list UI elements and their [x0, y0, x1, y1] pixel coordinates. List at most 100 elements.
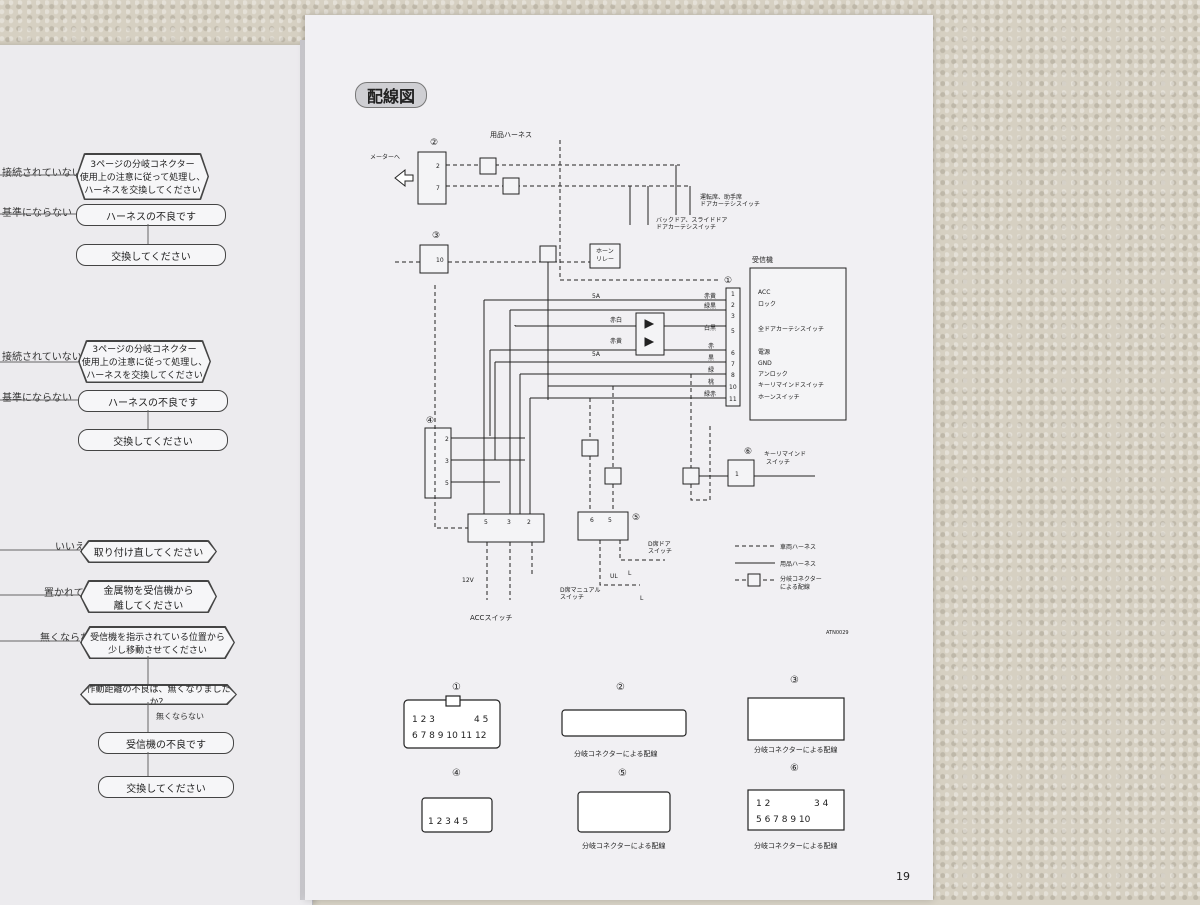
connector-5-num: ⑤ — [632, 513, 640, 523]
diode-pack — [635, 312, 665, 356]
dw-manual-label: D席マニュアルスイッチ — [560, 586, 600, 601]
connector-4-box — [424, 427, 452, 499]
connector-6-num: ⑥ — [744, 447, 752, 457]
horn-relay-box — [589, 243, 621, 269]
connector-2-pin: 7 — [436, 185, 440, 192]
acc-connector-box — [467, 513, 545, 543]
connector-3-caption: 分岐コネクターによる配線 — [754, 745, 838, 754]
connector-4-label: ④ — [452, 768, 461, 779]
dw-door-label: D席ドアスイッチ — [648, 540, 672, 555]
branch-connector — [604, 467, 622, 485]
connector-2-num: ② — [430, 138, 438, 148]
connector-3-label: ③ — [790, 675, 799, 686]
connector-3-pin: 10 — [436, 257, 444, 264]
receiver-pin: 2 — [731, 302, 735, 309]
branch-connector — [502, 177, 520, 195]
connector-6-pins: 1 2 — [756, 799, 770, 809]
branch-connector — [581, 439, 599, 457]
flow-box: ハーネスの不良です — [78, 390, 228, 412]
legend-accessory: 用品ハーネス — [780, 561, 816, 568]
horn-relay-label: ホーンリレー — [596, 248, 614, 263]
receiver-connector-1 — [725, 287, 741, 407]
receiver-pin: 6 — [731, 350, 735, 357]
receiver-pin: 10 — [729, 384, 737, 391]
receiver-pin: 3 — [731, 313, 735, 320]
receiver-pin: 11 — [729, 396, 737, 403]
receiver-pin: 5 — [731, 328, 735, 335]
connector-6-box — [727, 459, 755, 487]
connector-4-num: ④ — [426, 416, 434, 426]
right-page — [305, 15, 933, 900]
receiver-func: アンロック — [758, 371, 788, 378]
condition-label: 置かれている — [44, 588, 104, 599]
connector-2-label: ② — [616, 682, 625, 693]
connector-5-pin: 5 — [608, 517, 612, 524]
diode-label: 赤黄 — [610, 337, 622, 345]
receiver-func: ホーンスイッチ — [758, 394, 800, 401]
connector-6-caption: 分岐コネクターによる配線 — [754, 841, 838, 850]
receiver-func: キーリマインドスイッチ — [758, 382, 824, 389]
flow-box: ハーネスの不良です — [76, 204, 226, 226]
receiver-pin: 1 — [731, 291, 735, 298]
connector-4-drawing — [421, 797, 493, 833]
l-label: L — [640, 595, 644, 602]
connector-3-box — [419, 244, 449, 274]
acc-connector-pin: 5 — [484, 519, 488, 526]
flow-box: 3ページの分岐コネクター 使用上の注意に従って処理し、 ハーネスを交換してくださ… — [76, 153, 209, 200]
condition-label: 無くならない — [156, 712, 204, 721]
connector-1-pins: 6 7 8 9 10 11 12 — [412, 731, 486, 741]
flow-box: 受信機を指示されている位置から 少し移動させてください — [80, 626, 235, 659]
connector-5-label: ⑤ — [618, 768, 627, 779]
wire-color: 緑 — [708, 366, 714, 374]
acc-switch-label: ACCスイッチ — [470, 614, 512, 622]
meter-arrow-icon — [394, 168, 414, 188]
diagram-code: ATN0029 — [826, 630, 849, 636]
receiver-func: GND — [758, 360, 772, 367]
legend-vehicle: 車両ハーネス — [780, 543, 816, 551]
condition-label: 接続されていない — [2, 352, 82, 363]
wire-color: 緑赤 — [704, 390, 716, 398]
connector-6-pins: 5 6 7 8 9 10 — [756, 815, 811, 825]
receiver-func: ACC — [758, 289, 770, 296]
meter-label: メーターへ — [370, 153, 400, 161]
flow-box: 交換してください — [98, 776, 234, 798]
l-label: L — [628, 570, 632, 577]
wire-color: 緑黒 — [704, 302, 716, 310]
wire-color: 白黒 — [704, 324, 716, 332]
key-remind-label: キーリマインドスイッチ — [764, 451, 806, 466]
receiver-label: 受信機 — [752, 255, 773, 264]
flow-box: 金属物を受信機から 離してください — [80, 580, 217, 613]
connector-6-pins: 3 4 — [814, 799, 829, 809]
flow-box: 作動距離の不良は、無くなりましたか？ — [80, 684, 237, 705]
connector-5-drawing — [577, 791, 671, 833]
branch-connector — [682, 467, 700, 485]
connector-6-pin: 1 — [735, 471, 739, 478]
flow-box: 取り付け直してください — [80, 540, 217, 563]
connector-3-drawing — [747, 697, 845, 741]
connector-6-drawing — [747, 789, 845, 831]
connector-5-box — [577, 511, 629, 541]
wire-color: 黒 — [708, 355, 714, 362]
flow-box: 交換してください — [76, 244, 226, 266]
diode-label: 赤白 — [610, 316, 622, 324]
condition-label: いいえ — [55, 542, 85, 553]
flowchart-lines — [0, 174, 149, 776]
receiver-func: 全ドアカーテシスイッチ — [758, 325, 824, 333]
connector-2-pin: 2 — [436, 163, 440, 170]
connector-2-box — [417, 151, 447, 205]
connector-4-pins: 1 2 3 4 5 — [428, 817, 468, 827]
connector-4-pin: 2 — [445, 436, 449, 443]
condition-label: 基準にならない — [2, 393, 72, 404]
wire-color: 赤黄 — [704, 292, 716, 300]
flow-box: 3ページの分岐コネクター 使用上の注意に従って処理し、 ハーネスを交換してくださ… — [78, 340, 211, 383]
connector-1-label: ① — [452, 682, 461, 693]
connector-1-pins: 1 2 3 — [412, 715, 435, 725]
connector-5-pin: 6 — [590, 517, 594, 524]
receiver-func: 電源 — [758, 348, 770, 356]
condition-label: 無くならない — [40, 633, 100, 644]
receiver-pin: 8 — [731, 372, 735, 379]
connector-4-pin: 3 — [445, 458, 449, 465]
receiver-pin: 7 — [731, 361, 735, 368]
legend-branch: 分岐コネクターによる配線 — [780, 575, 822, 591]
